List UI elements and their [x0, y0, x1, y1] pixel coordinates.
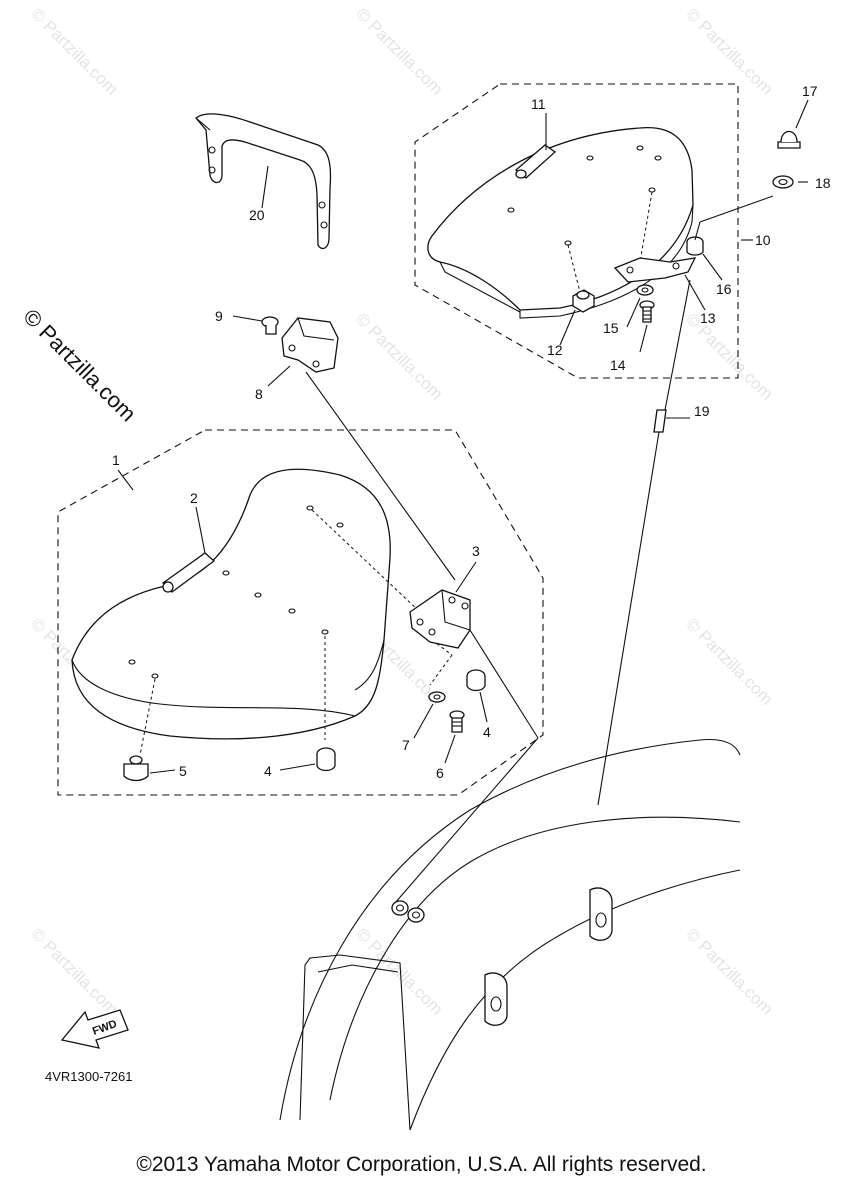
- callout-16: 16: [716, 281, 732, 297]
- callout-labels: 1 2 3 4 4 5 6 7 8 9 10 11 12 13 14 15 16…: [112, 83, 831, 781]
- callout-19: 19: [694, 403, 710, 419]
- copyright-notice: ©2013 Yamaha Motor Corporation, U.S.A. A…: [136, 1153, 707, 1176]
- callout-4: 4: [264, 763, 272, 779]
- callout-3: 3: [472, 543, 480, 559]
- callout-2: 2: [190, 490, 198, 506]
- watermark: © Partzilla.com: [27, 4, 121, 98]
- front-seat-group-outline: [57, 429, 544, 796]
- part-19-cable: [597, 279, 691, 806]
- callout-5: 5: [179, 763, 187, 779]
- side-watermark: © Partzilla.com: [18, 304, 141, 427]
- callout-8: 8: [255, 386, 263, 402]
- part-12-damper: [572, 289, 595, 313]
- callout-14: 14: [610, 357, 626, 373]
- part-6-bolt: [449, 710, 465, 733]
- part-16-collar: [686, 236, 704, 256]
- callout-11: 11: [531, 96, 546, 112]
- part-3-bracket: [409, 589, 471, 649]
- part-4-damper-right: [466, 669, 486, 692]
- rear-fender: [279, 738, 741, 1131]
- callout-9: 9: [215, 308, 223, 324]
- callout-6: 6: [436, 765, 444, 781]
- watermark: © Partzilla.com: [352, 4, 446, 98]
- callout-15: 15: [603, 320, 619, 336]
- callout-12: 12: [547, 342, 563, 358]
- part-15-washer: [636, 284, 654, 296]
- callout-10: 10: [755, 232, 771, 248]
- callout-18: 18: [815, 175, 831, 191]
- watermark: © Partzilla.com: [352, 309, 446, 403]
- watermark: © Partzilla.com: [682, 309, 776, 403]
- part-8-bracket: [281, 317, 339, 373]
- part-4-damper-bottom: [316, 747, 336, 772]
- callout-13: 13: [700, 310, 716, 326]
- part-14-bolt: [639, 300, 655, 323]
- part-5-bumper: [123, 755, 149, 782]
- callout-1: 1: [112, 452, 120, 468]
- watermark: © Partzilla.com: [27, 924, 121, 1018]
- part-18-washer: [772, 175, 794, 189]
- front-seat: [71, 468, 391, 740]
- part-17-nut: [777, 130, 801, 149]
- callout-7: 7: [402, 737, 410, 753]
- watermark: © Partzilla.com: [682, 614, 776, 708]
- part-9-bolt: [261, 316, 279, 335]
- part-13-bracket: [613, 257, 697, 283]
- watermark: © Partzilla.com: [352, 924, 446, 1018]
- fwd-arrow-icon: FWD: [60, 1009, 129, 1049]
- rear-seat-group-outline: [414, 83, 739, 379]
- callout-20: 20: [249, 207, 265, 223]
- part-7-washer: [428, 691, 446, 703]
- part-20-grab-bar: [195, 113, 332, 250]
- watermark: © Partzilla.com: [682, 924, 776, 1018]
- callout-4: 4: [483, 724, 491, 740]
- watermark: © Partzilla.com: [682, 4, 776, 98]
- callout-17: 17: [802, 83, 818, 99]
- diagram-code: 4VR1300-7261: [45, 1069, 132, 1084]
